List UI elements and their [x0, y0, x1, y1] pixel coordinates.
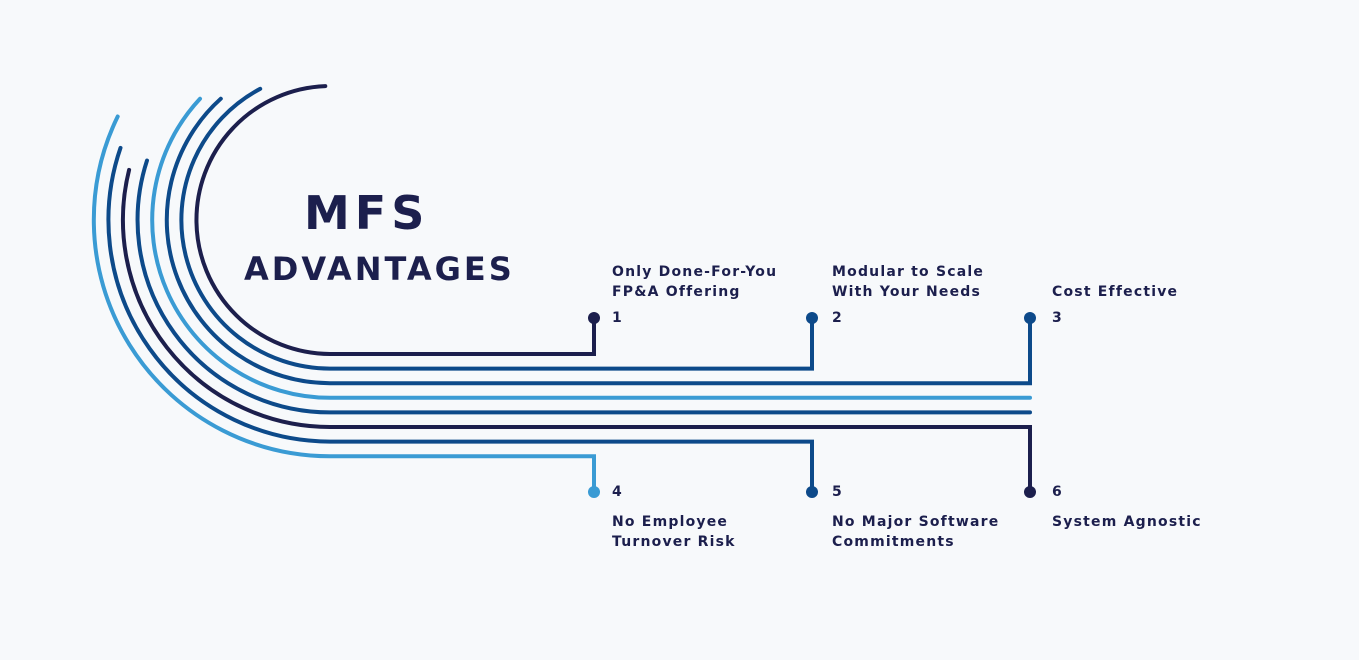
advantage-label-line: No Employee [612, 514, 729, 530]
advantage-label-line: Modular to Scale [832, 264, 985, 280]
advantage-label-line: FP&A Offering [612, 284, 741, 300]
advantage-number-1: 1 [612, 310, 623, 326]
marker-dot-3 [1024, 312, 1036, 324]
marker-dot-2 [806, 312, 818, 324]
advantage-number-2: 2 [832, 310, 843, 326]
advantage-label-line: Turnover Risk [612, 534, 736, 550]
title-mfs: MFS [304, 186, 430, 240]
advantage-number-3: 3 [1052, 310, 1063, 326]
connector-line-2 [179, 86, 814, 371]
connector-line-3 [164, 96, 1032, 386]
connector-line-5 [135, 158, 1032, 415]
marker-dot-6 [1024, 486, 1036, 498]
connector-line-6 [120, 167, 1032, 494]
advantage-label-line: No Major Software [832, 514, 1000, 530]
marker-dot-4 [588, 486, 600, 498]
advantage-number-6: 6 [1052, 484, 1063, 500]
advantage-label-line: Commitments [832, 534, 955, 550]
connector-line-8 [91, 114, 596, 494]
connector-line-7 [106, 145, 814, 494]
advantage-number-4: 4 [612, 484, 623, 500]
advantage-label-line: Only Done-For-You [612, 264, 778, 280]
advantage-label-line: With Your Needs [832, 284, 982, 300]
advantage-label-line: System Agnostic [1052, 514, 1202, 530]
advantage-number-5: 5 [832, 484, 843, 500]
marker-dot-5 [806, 486, 818, 498]
title-advantages: ADVANTAGES [244, 250, 515, 288]
marker-dot-1 [588, 312, 600, 324]
advantage-label-6: System Agnostic [1052, 512, 1202, 532]
advantage-label-3: Cost Effective [1052, 282, 1178, 302]
connector-line-1 [194, 84, 596, 356]
advantage-label-line: Cost Effective [1052, 284, 1179, 300]
connector-line-4 [150, 96, 1032, 400]
